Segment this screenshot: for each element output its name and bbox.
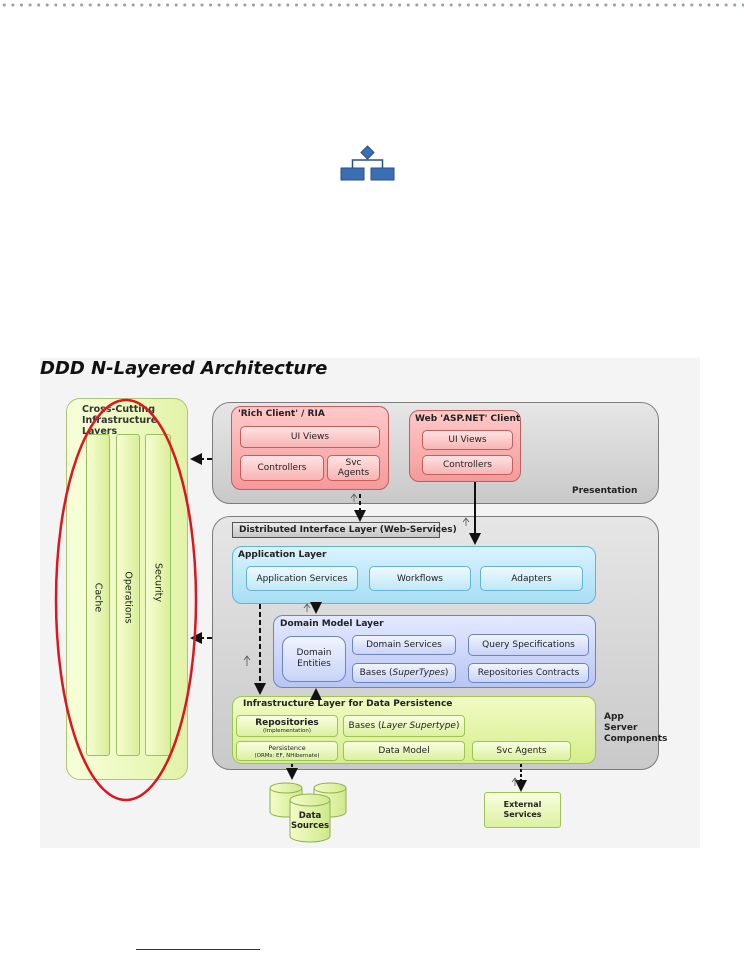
web-controllers: Controllers bbox=[422, 455, 513, 475]
persistence: Persistence (ORMs: EF, NHibernate) bbox=[236, 741, 338, 761]
data-sources-cylinders bbox=[269, 782, 347, 843]
rich-controllers: Controllers bbox=[240, 455, 324, 481]
external-services: External Services bbox=[484, 792, 561, 828]
infra-bases: Bases (Layer Supertype) bbox=[343, 715, 465, 737]
cache-column bbox=[86, 434, 110, 756]
application-services: Application Services bbox=[246, 566, 358, 591]
rich-ui-views: UI Views bbox=[240, 426, 380, 448]
distributed-interface-layer: Distributed Interface Layer (Web-Service… bbox=[232, 522, 457, 538]
application-layer-title: Application Layer bbox=[238, 550, 327, 560]
domain-bases: Bases (SuperTypes) bbox=[352, 663, 456, 683]
domain-entities: Domain Entities bbox=[282, 636, 346, 682]
app-server-label: App Server Components bbox=[604, 712, 668, 744]
highlight-ellipse bbox=[54, 398, 198, 802]
cross-cutting-title: Cross-Cutting Infrastructure Layers bbox=[82, 404, 158, 437]
rich-svc-agents: Svc Agents bbox=[327, 455, 380, 481]
dotted-page-rule bbox=[0, 2, 744, 8]
diagram-title: DDD N-Layered Architecture bbox=[40, 358, 328, 379]
presentation-label: Presentation bbox=[572, 486, 638, 496]
data-sources-label: Data Sources bbox=[290, 811, 330, 831]
infra-svc-agents: Svc Agents bbox=[472, 741, 571, 761]
repositories-impl: Repositories (Implementation) bbox=[236, 715, 338, 737]
web-client-title: Web 'ASP.NET' Client bbox=[415, 414, 521, 424]
footnote-rule bbox=[136, 949, 260, 950]
security-column bbox=[145, 434, 171, 756]
operations-column bbox=[116, 434, 140, 756]
rich-client-title: 'Rich Client' / RIA bbox=[238, 409, 325, 419]
domain-services: Domain Services bbox=[352, 635, 456, 655]
adapters: Adapters bbox=[480, 566, 583, 591]
web-ui-views: UI Views bbox=[422, 430, 513, 450]
repositories-contracts: Repositories Contracts bbox=[468, 663, 589, 683]
org-chart-icon bbox=[340, 145, 395, 181]
workflows: Workflows bbox=[369, 566, 471, 591]
infrastructure-layer-title: Infrastructure Layer for Data Persistenc… bbox=[243, 699, 453, 709]
data-model: Data Model bbox=[343, 741, 465, 761]
domain-model-layer-title: Domain Model Layer bbox=[280, 619, 384, 629]
query-specifications: Query Specifications bbox=[468, 634, 589, 656]
